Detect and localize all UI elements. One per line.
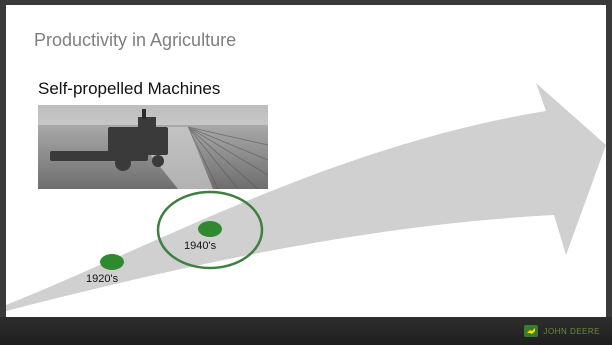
milestone-label-1920s: 1920's xyxy=(86,273,119,285)
milestone-marker-1920s[interactable] xyxy=(100,254,124,270)
combine-harvester-photo xyxy=(38,105,268,189)
slide-title: Productivity in Agriculture xyxy=(34,30,237,50)
deer-logo-icon xyxy=(524,325,539,337)
slide-subtitle: Self-propelled Machines xyxy=(38,79,221,98)
milestone-label-1940s: 1940's xyxy=(184,240,217,252)
footer-bar: JOHN DEERE xyxy=(0,317,612,345)
highlight-circle-1940s xyxy=(156,190,264,270)
brand-name: JOHN DEERE xyxy=(543,326,600,336)
milestone-marker-1940s[interactable] xyxy=(198,221,222,237)
brand-logo: JOHN DEERE xyxy=(524,324,600,338)
slide-canvas: Productivity in Agriculture Self-propell… xyxy=(6,5,606,317)
growth-arrow xyxy=(6,83,606,311)
timeline-markers xyxy=(100,190,264,270)
